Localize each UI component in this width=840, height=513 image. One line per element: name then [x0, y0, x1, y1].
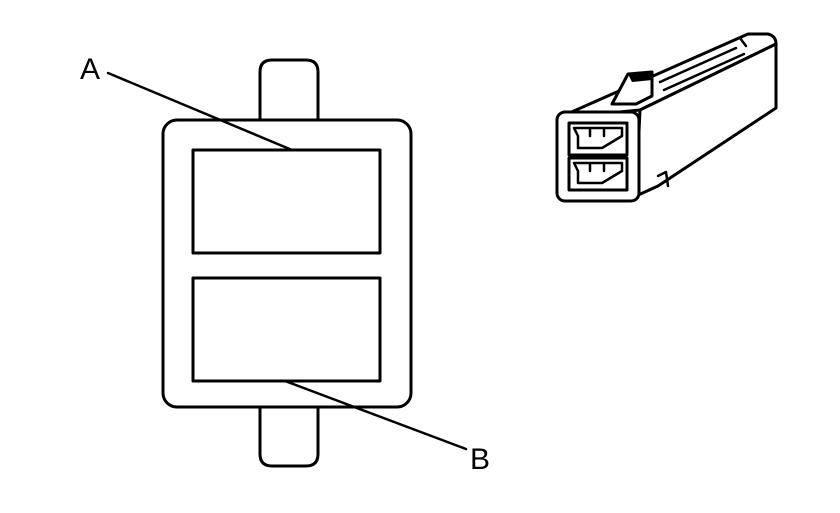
front-terminal-upper-detail — [572, 126, 624, 150]
terminal-cavity-b — [191, 276, 382, 383]
callout-b-label: B — [470, 443, 490, 476]
connector-top-tab — [258, 58, 320, 124]
connector-foot — [656, 170, 670, 188]
connector-bottom-tab — [258, 402, 320, 468]
terminal-cavity-a — [191, 148, 382, 255]
callout-a-label: A — [80, 53, 100, 86]
connector-latch-shade — [628, 72, 652, 82]
callout-a-leader — [106, 71, 294, 152]
front-terminal-lower-detail — [572, 161, 624, 185]
connector-isometric-view — [555, 32, 778, 203]
connector-ridge — [658, 36, 748, 92]
connector-face-view — [161, 58, 413, 468]
callout-b-leader — [283, 379, 468, 451]
